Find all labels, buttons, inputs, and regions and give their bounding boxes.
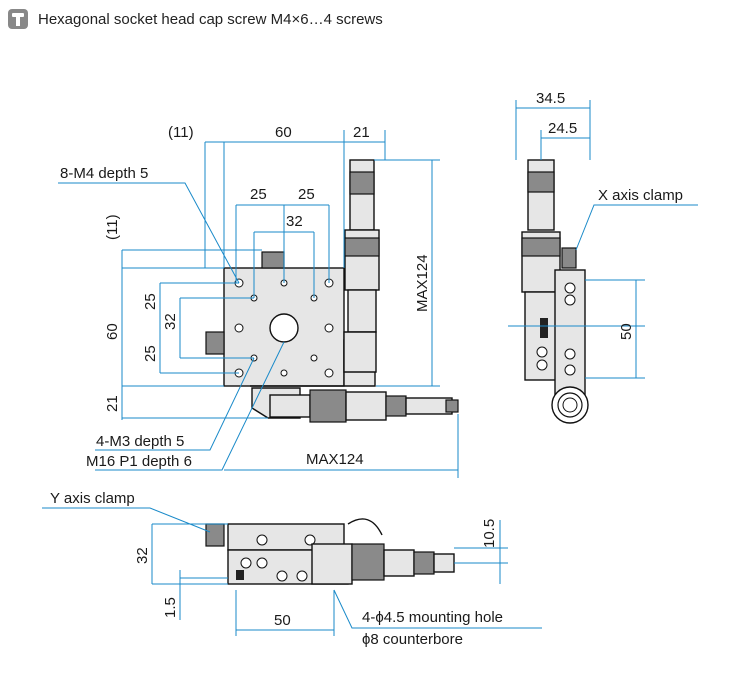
front-view bbox=[205, 518, 455, 585]
dim-32-top: 32 bbox=[286, 213, 303, 230]
dim-max124-v: MAX124 bbox=[414, 254, 431, 312]
dim-24-5: 24.5 bbox=[548, 120, 577, 137]
dim-60-left: 60 bbox=[104, 323, 121, 340]
dim-paren-11-left: (11) bbox=[104, 214, 121, 240]
left-knob bbox=[205, 331, 225, 355]
dim-50-bottom: 50 bbox=[274, 612, 291, 629]
label-y-clamp: Y axis clamp bbox=[50, 490, 135, 507]
dimension-labels: (11) 60 21 25 25 32 8-M4 depth 5 (11) 25… bbox=[50, 90, 683, 648]
x-micrometer bbox=[343, 159, 380, 373]
dim-50-right: 50 bbox=[618, 323, 635, 340]
dim-60-top: 60 bbox=[275, 124, 292, 141]
label-m4: 8-M4 depth 5 bbox=[60, 165, 148, 182]
center-hole bbox=[269, 313, 299, 343]
dim-max124-h: MAX124 bbox=[306, 451, 364, 468]
header: Hexagonal socket head cap screw M4×6…4 s… bbox=[8, 8, 383, 30]
y-micrometer bbox=[269, 389, 459, 423]
side-view bbox=[521, 159, 589, 424]
dim-25-left-a: 25 bbox=[142, 293, 159, 310]
dim-10-5: 10.5 bbox=[481, 519, 498, 548]
y-clamp-knob bbox=[205, 523, 225, 547]
header-title: Hexagonal socket head cap screw M4×6…4 s… bbox=[38, 10, 383, 28]
x-clamp-knob bbox=[561, 247, 577, 269]
dim-32-bottom: 32 bbox=[134, 547, 151, 564]
dimension-lines bbox=[42, 100, 698, 636]
dim-25-b: 25 bbox=[298, 186, 315, 203]
dim-25-left-b: 25 bbox=[142, 345, 159, 362]
label-x-clamp: X axis clamp bbox=[598, 187, 683, 204]
dim-32-left: 32 bbox=[162, 313, 179, 330]
label-m3: 4-M3 depth 5 bbox=[96, 433, 184, 450]
dim-34-5: 34.5 bbox=[536, 90, 565, 107]
dim-21-left: 21 bbox=[104, 395, 121, 412]
top-clamp bbox=[261, 251, 285, 269]
label-counterbore: ϕ8 counterbore bbox=[362, 631, 463, 648]
label-mount-hole: 4-ϕ4.5 mounting hole bbox=[362, 609, 503, 626]
dim-paren-11-top: (11) bbox=[168, 124, 194, 141]
screw-head-icon bbox=[8, 9, 28, 29]
dim-1-5: 1.5 bbox=[162, 597, 179, 618]
dim-21-top: 21 bbox=[353, 124, 370, 141]
dim-25-a: 25 bbox=[250, 186, 267, 203]
top-view bbox=[205, 159, 459, 423]
label-m16: M16 P1 depth 6 bbox=[86, 453, 192, 470]
